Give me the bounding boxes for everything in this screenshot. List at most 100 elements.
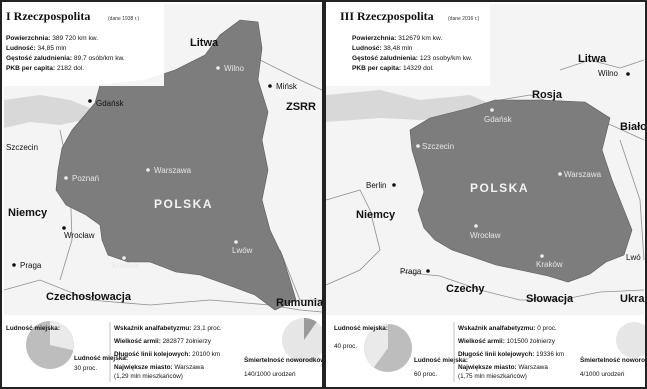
left-stat-value: 34,85 mln xyxy=(38,45,67,52)
svg-text:Wskaźnik analfabetyzmu: 0 proc: Wskaźnik analfabetyzmu: 0 proc. xyxy=(458,325,557,332)
left-stats-box xyxy=(4,4,164,86)
right-stat-key: Gęstość zaludnienia: xyxy=(352,55,418,62)
svg-text:Wskaźnik analfabetyzmu: 23,1 p: Wskaźnik analfabetyzmu: 23,1 proc. xyxy=(114,325,222,332)
right-rail-key: Długość linii kolejowych: xyxy=(458,351,534,358)
right-stat-value: 38,48 mln xyxy=(384,45,413,52)
right-mortality-pie-chart xyxy=(616,322,647,358)
city-marker xyxy=(490,108,494,112)
city-marker xyxy=(88,99,92,103)
left-mortality-label: Śmiertelność noworodków: xyxy=(244,355,327,364)
center-divider xyxy=(322,0,326,389)
left-country-polska: POLSKA xyxy=(154,197,213,211)
right-city-berlin: Berlin xyxy=(366,181,386,190)
left-stat-value: 389 720 km kw. xyxy=(52,35,98,42)
left-city-key: Największe miasto: xyxy=(114,364,173,371)
right-city-warszawa: Warszawa xyxy=(564,170,602,179)
right-poland-territory xyxy=(409,99,633,283)
svg-text:Gęstość zaludnienia: 123 osoby: Gęstość zaludnienia: 123 osoby/km kw. xyxy=(352,55,472,62)
left-stat-value: 2182 dol. xyxy=(57,65,84,72)
city-marker xyxy=(392,183,396,187)
left-rail-key: Długość linii kolejowych: xyxy=(114,351,190,358)
right-country-ukraina: Ukrai xyxy=(620,293,647,305)
city-marker xyxy=(12,263,16,267)
right-army-key: Wielkość armii: xyxy=(458,338,505,345)
left-city-wilno: Wilno xyxy=(224,64,245,73)
left-urban-pie-slice xyxy=(50,321,74,351)
left-mortality-pie-slice xyxy=(304,318,317,340)
city-marker xyxy=(626,72,630,76)
right-panel: III Rzeczpospolita (dane 2016 r.) Powier… xyxy=(325,4,647,385)
left-city-gdansk: Gdańsk xyxy=(96,99,125,108)
svg-text:Długość linii kolejowych: 2010: Długość linii kolejowych: 20100 km xyxy=(114,351,220,358)
left-stat-key: Powierzchnia: xyxy=(6,35,50,42)
city-marker xyxy=(146,168,150,172)
left-city-krakow: Kraków xyxy=(112,261,139,270)
right-urban-pie-slice xyxy=(364,324,388,368)
right-stat-value: 14329 dol. xyxy=(403,65,434,72)
city-marker xyxy=(474,224,478,228)
left-panel: I Rzeczpospolita (dane 1938 r.) Powierzc… xyxy=(3,4,327,385)
left-city-wroclaw: Wrocław xyxy=(64,231,95,240)
left-city-minsk: Mińsk xyxy=(276,82,298,91)
right-country-niemcy: Niemcy xyxy=(356,209,396,221)
left-stat-key: PKB per capita: xyxy=(6,65,55,72)
right-urban-left-value: 40 proc. xyxy=(334,343,357,350)
left-country-litwa: Litwa xyxy=(190,37,219,49)
right-city-szczecin: Szczecin xyxy=(422,142,454,151)
left-cities: Gdańsk Poznań Warszawa Wilno Mińsk Szcze… xyxy=(6,64,298,270)
right-stats-list: Powierzchnia: 312679 km kw. Ludność: 38,… xyxy=(352,35,472,72)
svg-text:Wielkość armii: 101500 żołnier: Wielkość armii: 101500 żołnierzy xyxy=(458,338,556,345)
left-urban-value: 30 proc. xyxy=(74,365,97,372)
right-country-rosja: Rosja xyxy=(532,89,563,101)
svg-text:PKB per capita: 2182 dol.: PKB per capita: 2182 dol. xyxy=(6,65,84,72)
right-country-polska: POLSKA xyxy=(470,181,529,195)
left-city-sub: (1,29 mln mieszkańców) xyxy=(114,373,183,380)
right-stats-box xyxy=(326,4,490,86)
left-poland-territory xyxy=(55,19,297,311)
city-marker xyxy=(122,256,126,260)
right-army-value: 101500 żołnierzy xyxy=(507,338,556,345)
left-country-zssr: ZSRR xyxy=(286,101,316,113)
right-urban-value: 60 proc. xyxy=(414,371,437,378)
svg-text:Długość linii kolejowych: 1933: Długość linii kolejowych: 19336 km xyxy=(458,351,564,358)
right-city-key: Największe miasto: xyxy=(458,364,517,371)
city-marker xyxy=(416,144,420,148)
right-city-wroclaw: Wrocław xyxy=(470,231,501,240)
right-cities: Gdańsk Szczecin Warszawa Wilno Berlin Wr… xyxy=(366,69,641,276)
right-city-sub: (1,75 mln mieszkańców) xyxy=(458,373,527,380)
left-city-lwow: Lwów xyxy=(232,246,253,255)
right-city-wilno: Wilno xyxy=(598,69,619,78)
right-city-krakow: Kraków xyxy=(536,260,563,269)
right-country-slowacja: Słowacja xyxy=(526,293,574,305)
left-rail-value: 20100 km xyxy=(192,351,220,358)
right-title-note: (dane 2016 r.) xyxy=(448,16,479,22)
right-country-bialorus: Biało xyxy=(620,121,647,133)
left-illiteracy-value: 23,1 proc. xyxy=(193,325,222,332)
left-stat-key: Gęstość zaludnienia: xyxy=(6,55,72,62)
left-stat-key: Ludność: xyxy=(6,45,36,52)
right-footer: Ludność miejska: 40 proc. Ludność miejsk… xyxy=(334,322,647,382)
right-country-litwa: Litwa xyxy=(578,53,607,65)
city-marker xyxy=(268,84,272,88)
svg-text:Powierzchnia: 389 720 km kw.: Powierzchnia: 389 720 km kw. xyxy=(6,35,98,42)
left-title-note: (dane 1938 r.) xyxy=(108,16,139,22)
right-mortality-label: Śmiertelność noworodków: xyxy=(580,355,647,364)
left-title: I Rzeczpospolita xyxy=(6,9,90,23)
svg-text:PKB per capita: 14329 dol.: PKB per capita: 14329 dol. xyxy=(352,65,434,72)
right-city-praga: Praga xyxy=(400,267,422,276)
city-marker xyxy=(64,176,68,180)
svg-text:Wielkość armii: 282877 żołnier: Wielkość armii: 282877 żołnierzy xyxy=(114,338,212,345)
right-illiteracy-value: 0 proc. xyxy=(537,325,557,332)
left-stats-list: Powierzchnia: 389 720 km kw. Ludność: 34… xyxy=(6,35,125,72)
right-city-lwow: Lwó xyxy=(626,253,641,262)
city-marker xyxy=(540,254,544,258)
svg-text:Ludność: 38,48 mln: Ludność: 38,48 mln xyxy=(352,45,413,52)
left-mortality-value: 140/1000 urodzeń xyxy=(244,371,296,378)
left-city-warszawa: Warszawa xyxy=(154,166,192,175)
svg-text:Największe miasto: Warszawa: Największe miasto: Warszawa xyxy=(458,364,548,371)
left-footer: Ludność miejska: Ludność miejska: 30 pro… xyxy=(6,318,327,382)
city-marker xyxy=(216,66,220,70)
